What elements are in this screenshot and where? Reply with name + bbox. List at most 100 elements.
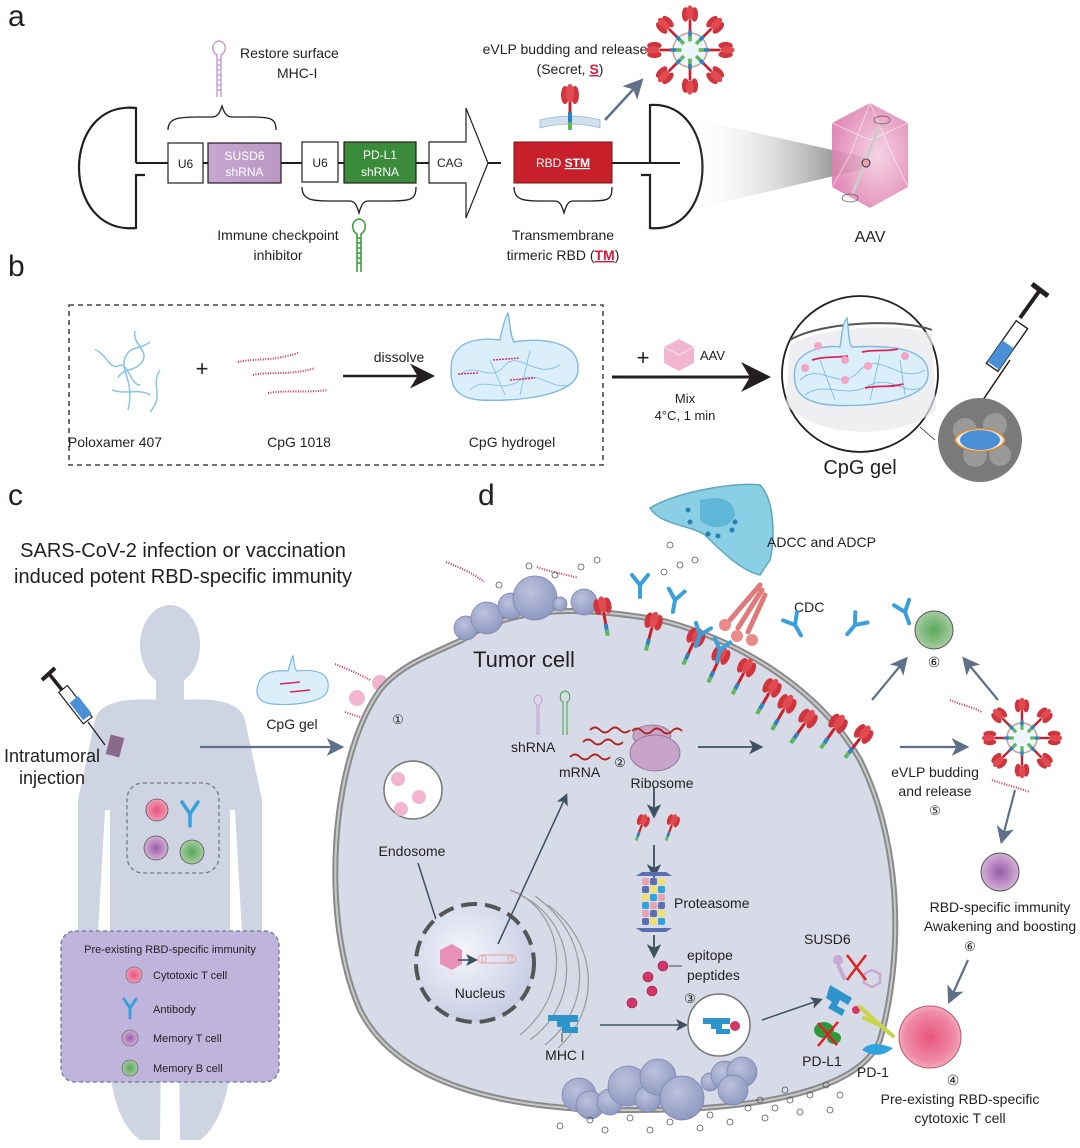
rbd-spike-icon — [655, 15, 686, 46]
step-6-bottom: ⑥ — [964, 939, 976, 954]
secret-label: (Secret, S) — [537, 61, 604, 77]
svg-text:PD-L1: PD-L1 — [363, 148, 397, 162]
free-antibodies — [630, 573, 912, 664]
svg-text:RBD STM: RBD STM — [536, 156, 590, 170]
adcc-label: ADCC and ADCP — [767, 534, 876, 550]
nucleus — [414, 902, 536, 1024]
surface-mhc-icon — [826, 985, 860, 1016]
arrow-to-memb-1 — [871, 656, 908, 701]
mix-label: Mix — [675, 391, 696, 406]
evlp-particle-icon — [645, 5, 735, 95]
immunity-label-2: Awakening and boosting — [924, 918, 1076, 934]
arrow-to-memb-2 — [962, 656, 999, 701]
rbd-spike-icon — [730, 657, 757, 696]
aav-small-icon — [663, 339, 695, 371]
cag-promoter-arrow: CAG — [428, 107, 489, 219]
cpg-gel-magnified-icon — [781, 295, 939, 453]
panel-label-a: a — [8, 0, 25, 33]
vesicles-top — [453, 575, 598, 641]
rbd-spike-icon — [681, 5, 699, 42]
tumor-site-icon — [105, 734, 125, 758]
panel-label-c: c — [8, 479, 23, 512]
step-1: ① — [392, 712, 404, 727]
svg-text:Cytotoxic T cell: Cytotoxic T cell — [153, 970, 227, 982]
rbd-spike-icon — [634, 814, 650, 842]
shrna-hairpin-purple-icon — [212, 40, 226, 97]
rbd-spike-icon — [819, 713, 848, 750]
nucleus-label: Nucleus — [455, 985, 506, 1001]
pdl1-label: PD-L1 — [802, 1053, 842, 1069]
step-6-top: ⑥ — [928, 654, 941, 670]
legend-item-memory-b: Memory B cell — [121, 1059, 223, 1077]
cpg-1018-strands-icon — [237, 352, 329, 394]
small-particles-top — [495, 541, 699, 589]
antibody-icon — [712, 636, 733, 664]
legend-item-antibody: Antibody — [122, 997, 196, 1020]
shrna-hairpins-d-icon — [533, 690, 571, 735]
dissolve-label: dissolve — [374, 349, 425, 365]
immune-cells-box — [126, 782, 220, 874]
epitope-peptides-icon — [626, 960, 669, 1009]
u6-promoter-1: U6 — [167, 142, 204, 184]
aav-in-nucleus-icon — [440, 944, 462, 970]
checkpoint-label-2: inhibitor — [253, 247, 302, 263]
tumor-tissue-icon — [938, 398, 1022, 482]
pd1-icon — [862, 1044, 893, 1055]
hydrogel-prep-box — [68, 304, 604, 466]
rbd-spike-icon — [981, 730, 1014, 746]
rbd-stm-box: RBD STM — [513, 141, 613, 184]
syringe-icon-b — [965, 282, 1050, 426]
checkpoint-label: Immune checkpoint — [217, 227, 339, 243]
evlp-label-d: eVLP budding — [891, 764, 979, 780]
arrow-nucleus-mrna — [497, 793, 568, 945]
arrow-to-surface — [761, 997, 823, 1021]
poloxamer-icon — [94, 330, 161, 413]
ribosome-icon — [629, 724, 683, 772]
rbd-spike-icon — [643, 611, 663, 651]
antibody-icon — [666, 586, 687, 614]
plus-sign: + — [196, 356, 209, 381]
legend-item-cytotoxic: Cytotoxic T cell — [125, 966, 227, 984]
plus-sign-2: + — [637, 345, 650, 370]
rbd-spike-icon — [694, 54, 725, 85]
shrna-hairpin-green-icon — [351, 218, 367, 272]
mix-condition-label: 4°C, 1 min — [655, 408, 716, 423]
legend-title: Pre-existing RBD-specific immunity — [84, 944, 256, 956]
cpg-gel-label: CpG gel — [823, 457, 896, 479]
memory-b-cell-d — [914, 610, 954, 650]
rbd-spike-icon — [1030, 730, 1063, 746]
tumor-cell — [332, 608, 899, 1114]
svg-text:U6: U6 — [178, 157, 194, 171]
rbd-spike-icon — [1014, 697, 1030, 730]
panel-c-title-2: induced potent RBD-specific immunity — [14, 566, 352, 588]
brace-rbd — [513, 186, 613, 216]
antibody-icon — [693, 620, 713, 649]
rbd-spike-icon — [789, 708, 818, 745]
macrophage-icon — [648, 483, 774, 576]
brace-pdl1 — [301, 186, 417, 216]
proteasome-icon — [636, 872, 672, 932]
step-2: ② — [614, 755, 626, 770]
cdc-label: CDC — [794, 599, 824, 615]
rbd-spike-icon — [991, 707, 1018, 734]
vesicles-bottom — [561, 1056, 758, 1121]
epitope-label-2: peptides — [687, 967, 740, 983]
cpg-gel-small-icon — [256, 654, 329, 706]
rbd-spike-icon — [694, 15, 725, 46]
cpg1018-label: CpG 1018 — [267, 434, 331, 450]
susd6-icon — [833, 955, 882, 989]
svg-text:CAG: CAG — [437, 156, 463, 170]
pd1-label: PD-1 — [857, 1064, 889, 1080]
mhc-i-icon — [548, 1015, 578, 1033]
svg-text:SUSD6: SUSD6 — [224, 149, 264, 163]
rbd-spike-icon — [843, 724, 874, 759]
inhibited-x-pdl1-icon — [817, 1021, 839, 1047]
rbd-spike-icon — [770, 694, 797, 731]
tumor-cell-label: Tumor cell — [473, 647, 575, 672]
rbd-spike-icon — [991, 742, 1018, 769]
rbd-spike-icon — [655, 54, 686, 85]
rbd-spike-icon — [645, 41, 682, 59]
transgene-dna-icon — [477, 954, 517, 964]
cpg-gel-label-c: CpG gel — [266, 716, 317, 732]
